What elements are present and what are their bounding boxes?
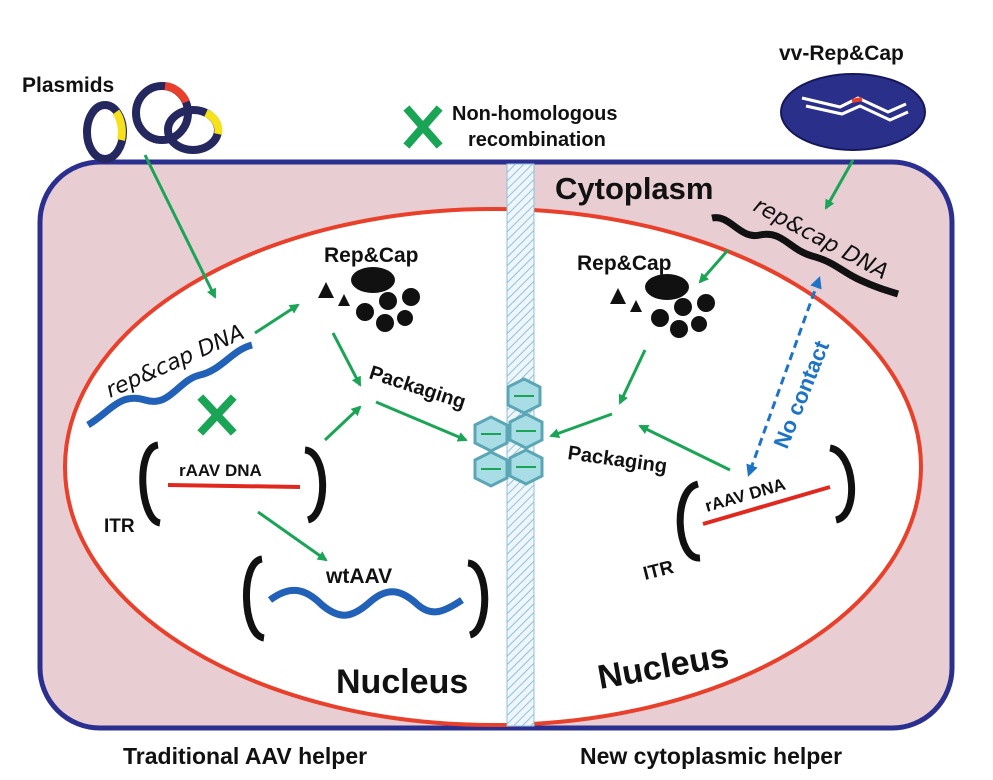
plasmids-label: Plasmids: [22, 74, 114, 97]
arrow-left-raav-to-packaging: [323, 405, 362, 442]
wtaav-genome-icon: [243, 555, 489, 642]
arrow-raav-to-wtaav: [257, 510, 328, 562]
left-itr-label: ITR: [104, 516, 135, 537]
left-caption: Traditional AAV helper: [123, 743, 367, 769]
arrow-plasmids-to-nucleus: [143, 154, 217, 299]
recombination-label: recombination: [468, 129, 606, 151]
no-contact-arrow: [746, 276, 822, 477]
vaccinia-virion-icon: [780, 73, 926, 151]
capsid-icon: [506, 377, 542, 415]
arrow-left-dna-to-repcap: [254, 303, 300, 335]
cross-icon: [403, 105, 443, 149]
left-raav-dna-label: rAAV DNA: [179, 461, 262, 480]
right-caption: New cytoplasmic helper: [580, 743, 842, 769]
right-repcap-label: Rep&Cap: [577, 252, 672, 275]
arrow-left-repcap-to-packaging: [331, 332, 362, 387]
arrow-left-packaging-to-capsids: [375, 400, 468, 442]
plasmids-icon: [83, 82, 223, 163]
left-raav-dna-icon: [139, 441, 327, 527]
arrow-right-repcap-to-packaging: [618, 349, 647, 405]
left-repcap-dna-strand: [86, 341, 254, 429]
aav-capsid-cluster: [473, 377, 544, 488]
arrow-right-packaging-to-capsids: [549, 412, 613, 438]
capsid-icon: [473, 415, 509, 453]
capsid-icon: [473, 450, 509, 488]
cytoplasm-label: Cytoplasm: [555, 171, 713, 206]
left-repcap-label: Rep&Cap: [324, 244, 419, 267]
non-homologous-label: Non-homologous: [452, 103, 618, 125]
arrow-virion-to-dna: [824, 159, 855, 210]
right-raav-dna-icon: [676, 444, 856, 562]
arrow-right-dna-to-repcap: [698, 249, 730, 284]
wtaav-label: wtAAV: [325, 565, 392, 588]
vv-repcap-label: vv-Rep&Cap: [779, 42, 904, 65]
right-repcap-dna-strand: [711, 214, 900, 298]
right-repcap-proteins-icon: [610, 274, 715, 338]
left-nucleus-label: Nucleus: [336, 663, 468, 701]
left-repcap-proteins-icon: [318, 267, 420, 332]
capsid-icon: [508, 448, 544, 486]
capsid-icon: [508, 412, 544, 450]
recombination-cross-icon: [197, 394, 237, 436]
arrow-right-raav-to-packaging: [638, 424, 731, 472]
